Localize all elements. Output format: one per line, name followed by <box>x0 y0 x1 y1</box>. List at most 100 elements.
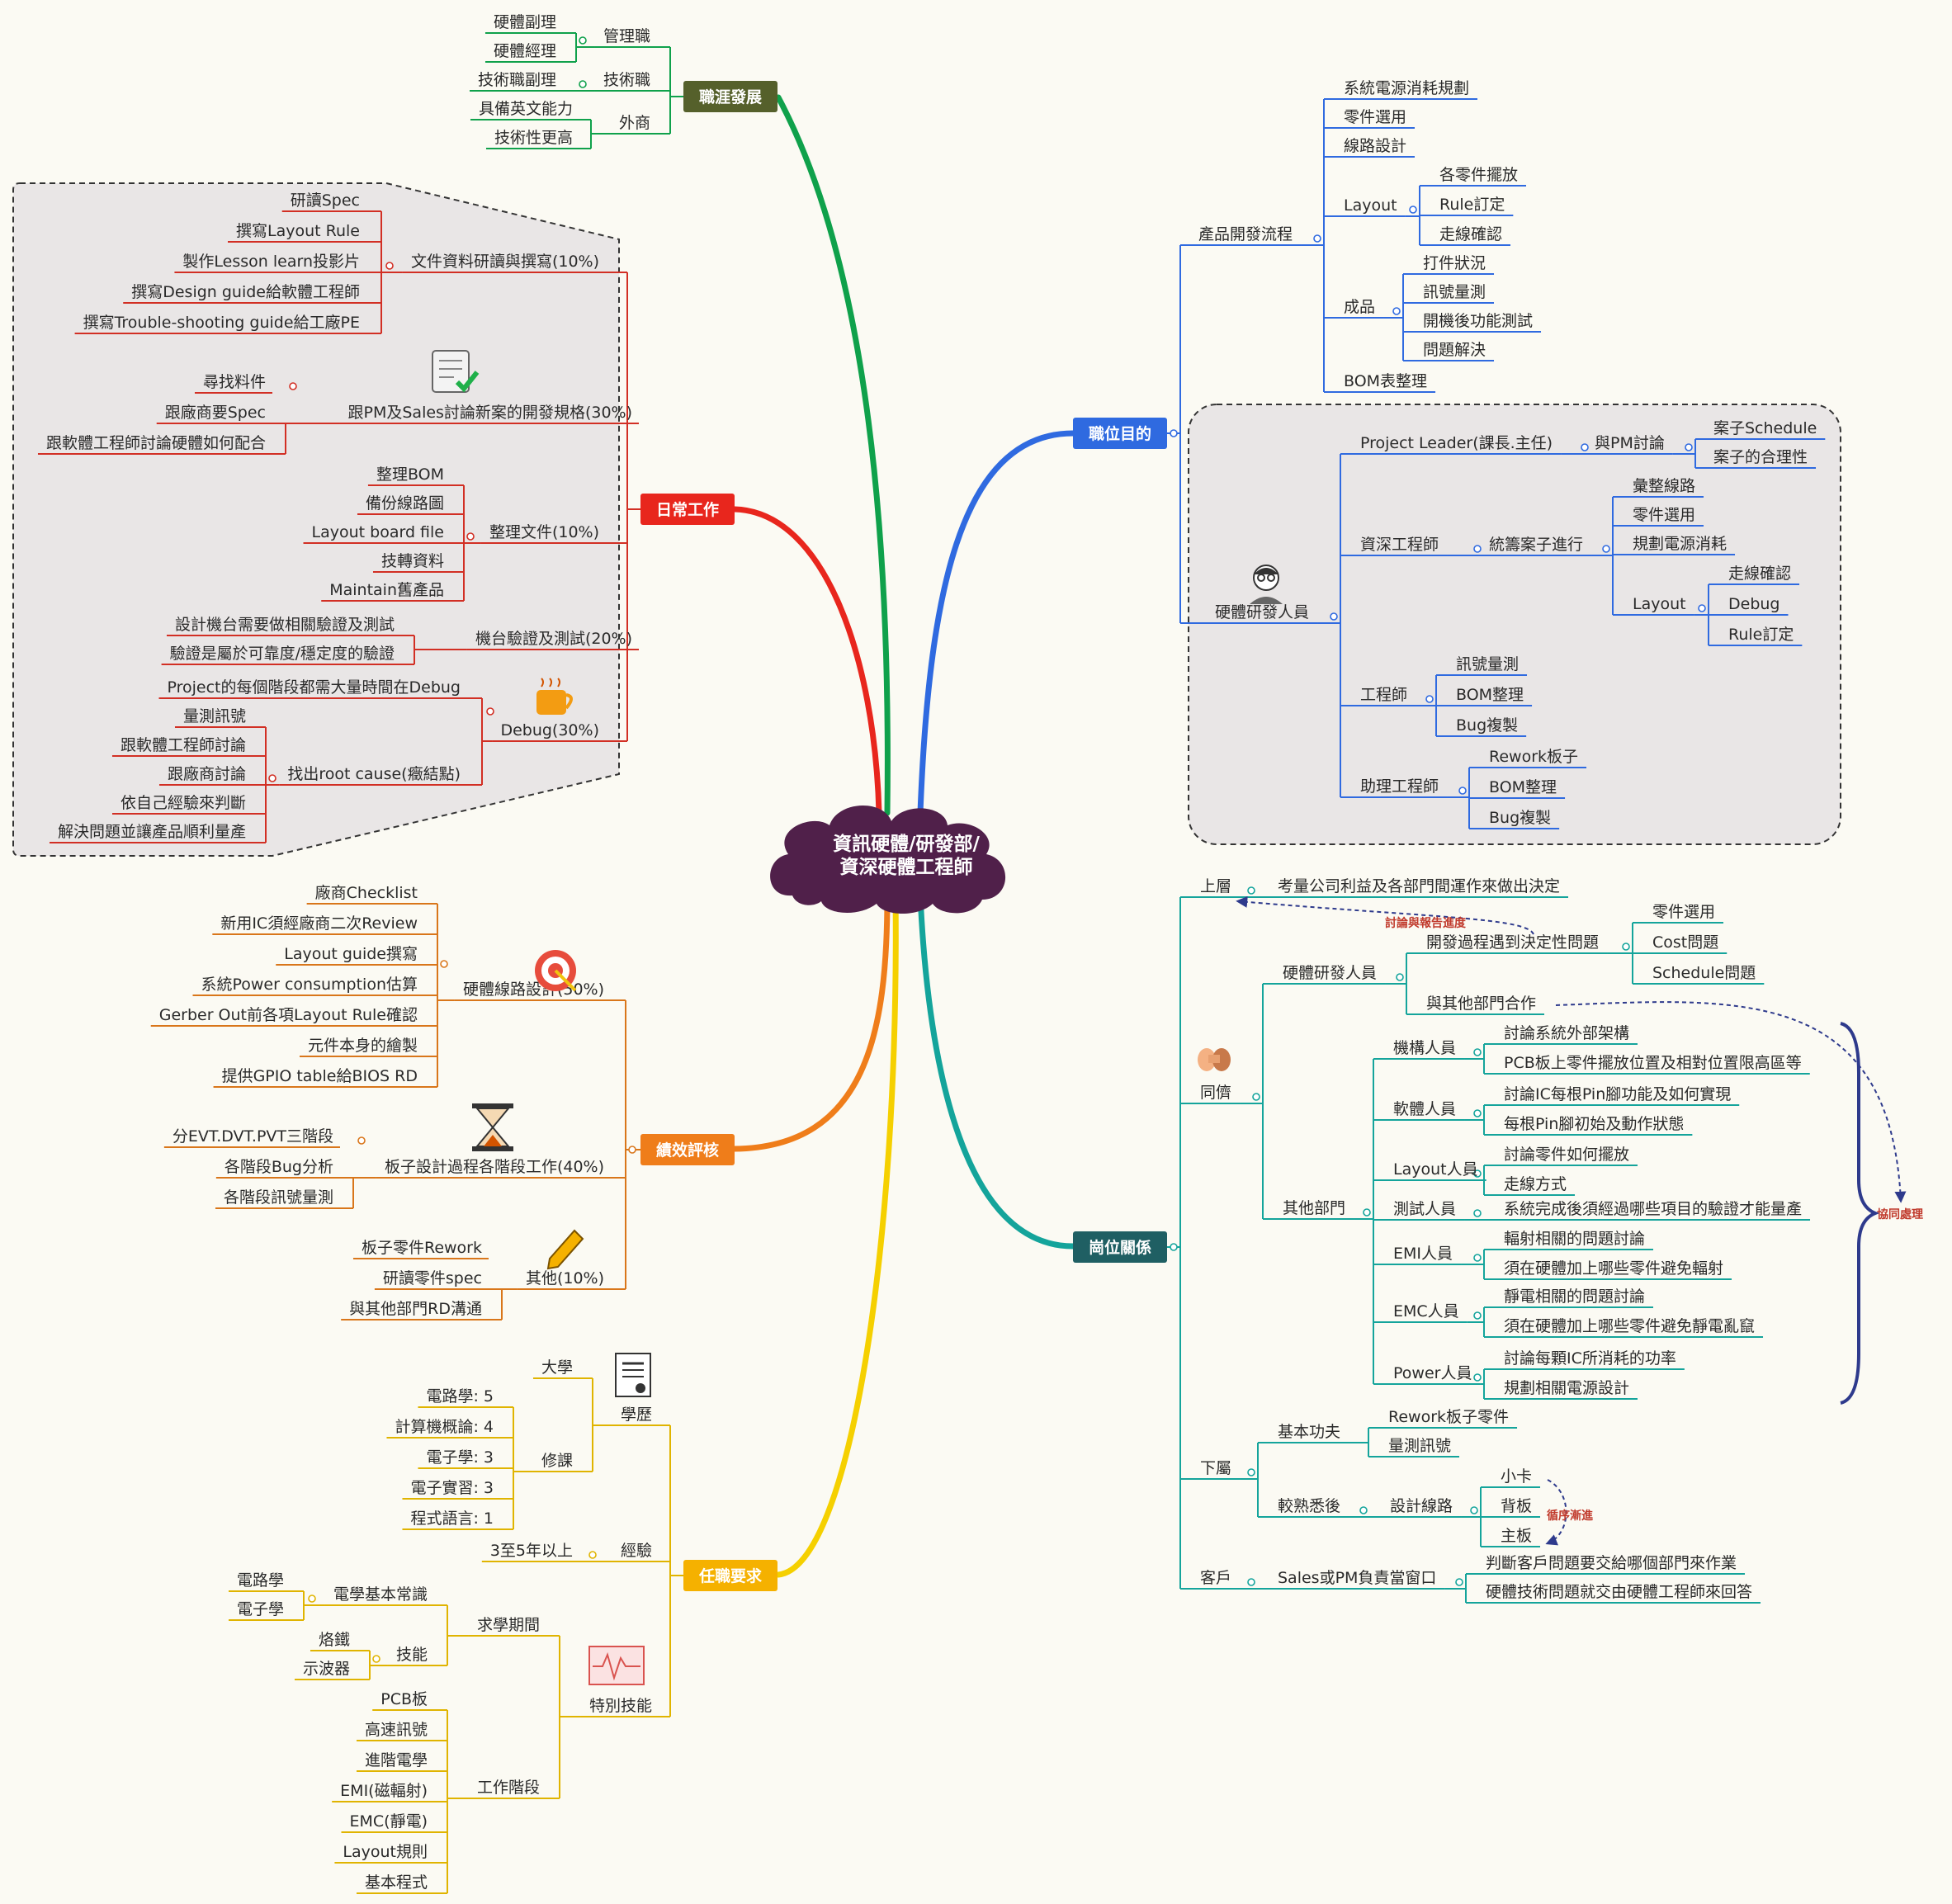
node-47[interactable]: 各階段訊號量測 <box>224 1188 333 1207</box>
node-94[interactable]: 工程師 <box>1360 686 1407 704</box>
node-127[interactable]: Layout人員 <box>1393 1160 1478 1179</box>
node-46[interactable]: 各階段Bug分析 <box>225 1158 333 1176</box>
node-36[interactable]: 板子設計過程各階段工作(40%) <box>385 1158 604 1176</box>
node-122[interactable]: 零件選用 <box>1652 903 1715 921</box>
node-77[interactable]: 產品開發流程 <box>1198 225 1293 243</box>
node-30[interactable]: 量測訊號 <box>183 707 246 725</box>
node-63[interactable]: 工作階段 <box>477 1779 540 1797</box>
node-109[interactable]: Bug複製 <box>1456 716 1518 735</box>
node-31[interactable]: 跟軟體工程師討論 <box>121 736 246 754</box>
node-5[interactable]: 技術職副理 <box>478 71 556 89</box>
node-48[interactable]: 板子零件Rework <box>362 1239 482 1257</box>
node-24[interactable]: 技轉資料 <box>381 552 444 570</box>
node-52[interactable]: 經驗 <box>621 1542 652 1560</box>
node-11[interactable]: 機台驗證及測試(20%) <box>475 630 632 648</box>
node-55[interactable]: 修課 <box>541 1452 573 1470</box>
node-18[interactable]: 尋找料件 <box>203 373 266 391</box>
node-110[interactable]: Rework板子 <box>1489 748 1578 766</box>
node-26[interactable]: 設計機台需要做相關驗證及測試 <box>175 616 395 634</box>
node-139[interactable]: 輻射相關的問題討論 <box>1504 1230 1645 1248</box>
node-25[interactable]: Maintain舊產品 <box>329 581 444 599</box>
node-134[interactable]: 討論IC每根Pin腳功能及如何實現 <box>1504 1085 1731 1103</box>
node-9[interactable]: 跟PM及Sales討論新案的開發規格(30%) <box>348 404 632 422</box>
node-22[interactable]: 備份線路圖 <box>366 494 444 513</box>
node-39[interactable]: 新用IC須經廠商二次Review <box>220 914 418 933</box>
node-60[interactable]: 程式語言: 1 <box>410 1509 494 1528</box>
node-58[interactable]: 電子學: 3 <box>426 1448 494 1467</box>
node-96[interactable]: 與PM討論 <box>1595 434 1665 452</box>
node-88[interactable]: 打件狀況 <box>1423 254 1486 272</box>
node-145[interactable]: 基本功夫 <box>1278 1423 1340 1441</box>
node-86[interactable]: Rule訂定 <box>1439 196 1505 214</box>
node-118[interactable]: 硬體研發人員 <box>1283 964 1377 982</box>
node-16[interactable]: 撰寫Design guide給軟體工程師 <box>131 283 360 301</box>
node-2[interactable]: 外商 <box>619 114 650 132</box>
node-150[interactable]: 小卡 <box>1501 1467 1532 1486</box>
node-61[interactable]: 3至5年以上 <box>490 1542 573 1560</box>
node-57[interactable]: 計算機概論: 4 <box>395 1418 494 1436</box>
node-119[interactable]: 其他部門 <box>1283 1199 1345 1217</box>
node-79[interactable]: 系統電源消耗規劃 <box>1344 79 1469 97</box>
node-138[interactable]: 系統完成後須經過哪些項目的驗證才能量產 <box>1504 1200 1802 1218</box>
node-155[interactable]: 硬體技術問題就交由硬體工程師來回答 <box>1486 1583 1752 1601</box>
node-142[interactable]: 須在硬體加上哪些零件避免靜電亂竄 <box>1504 1317 1755 1335</box>
node-66[interactable]: 電路學 <box>237 1571 284 1590</box>
node-41[interactable]: 系統Power consumption估算 <box>201 976 418 994</box>
node-101[interactable]: 零件選用 <box>1633 506 1695 524</box>
node-59[interactable]: 電子實習: 3 <box>410 1479 494 1497</box>
node-17[interactable]: 撰寫Trouble-shooting guide給工廠PE <box>83 313 360 332</box>
node-65[interactable]: 技能 <box>396 1646 428 1664</box>
node-102[interactable]: 規劃電源消耗 <box>1633 535 1727 553</box>
node-111[interactable]: BOM整理 <box>1489 778 1557 796</box>
node-105[interactable]: Debug <box>1728 595 1779 613</box>
branch-purpose[interactable]: 職位目的 <box>1073 418 1167 449</box>
node-135[interactable]: 每根Pin腳初始及動作狀態 <box>1504 1115 1684 1133</box>
node-13[interactable]: 研讀Spec <box>291 191 360 210</box>
node-33[interactable]: 依自己經驗來判斷 <box>121 794 246 812</box>
node-54[interactable]: 大學 <box>541 1358 573 1377</box>
node-147[interactable]: Rework板子零件 <box>1388 1408 1509 1426</box>
node-28[interactable]: Project的每個階段都需大量時間在Debug <box>168 678 461 697</box>
node-78[interactable]: 硬體研發人員 <box>1215 603 1309 621</box>
node-69[interactable]: 示波器 <box>303 1660 350 1678</box>
node-120[interactable]: 開發過程遇到決定性問題 <box>1426 933 1599 952</box>
node-45[interactable]: 分EVT.DVT.PVT三階段 <box>173 1127 333 1146</box>
node-12[interactable]: Debug(30%) <box>500 721 599 739</box>
node-74[interactable]: EMC(靜電) <box>350 1812 428 1831</box>
node-4[interactable]: 硬體經理 <box>494 42 556 60</box>
node-103[interactable]: Layout <box>1633 595 1686 613</box>
node-91[interactable]: 問題解決 <box>1423 341 1486 359</box>
node-14[interactable]: 撰寫Layout Rule <box>236 222 360 240</box>
node-146[interactable]: 較熟悉後 <box>1278 1497 1340 1515</box>
node-132[interactable]: 討論系統外部架構 <box>1504 1024 1629 1042</box>
node-81[interactable]: 線路設計 <box>1344 137 1406 155</box>
node-140[interactable]: 須在硬體加上哪些零件避免輻射 <box>1504 1259 1723 1278</box>
node-82[interactable]: Layout <box>1344 196 1397 215</box>
node-38[interactable]: 廠商Checklist <box>315 883 418 902</box>
node-8[interactable]: 文件資料研讀與撰寫(10%) <box>411 253 599 271</box>
node-70[interactable]: PCB板 <box>380 1690 428 1708</box>
node-141[interactable]: 靜電相關的問題討論 <box>1504 1287 1645 1306</box>
node-116[interactable]: 客戶 <box>1200 1569 1231 1587</box>
node-3[interactable]: 硬體副理 <box>494 13 556 31</box>
node-123[interactable]: Cost問題 <box>1652 933 1718 952</box>
node-64[interactable]: 電學基本常識 <box>333 1585 428 1604</box>
node-137[interactable]: 走線方式 <box>1504 1175 1567 1193</box>
branch-daily-work[interactable]: 日常工作 <box>640 494 735 525</box>
node-43[interactable]: 元件本身的繪製 <box>308 1037 418 1055</box>
node-7[interactable]: 技術性更高 <box>494 129 573 147</box>
branch-performance[interactable]: 績效評核 <box>640 1134 735 1165</box>
node-75[interactable]: Layout規則 <box>343 1843 428 1861</box>
node-29[interactable]: 找出root cause(癥結點) <box>287 765 461 783</box>
node-73[interactable]: EMI(磁輻射) <box>340 1782 428 1800</box>
node-106[interactable]: Rule訂定 <box>1728 626 1794 644</box>
branch-requirements[interactable]: 任職要求 <box>683 1560 777 1591</box>
node-71[interactable]: 高速訊號 <box>365 1721 428 1739</box>
node-1[interactable]: 技術職 <box>603 71 650 89</box>
node-121[interactable]: 與其他部門合作 <box>1426 995 1536 1013</box>
node-53[interactable]: 特別技能 <box>589 1697 652 1715</box>
node-100[interactable]: 彙整線路 <box>1633 477 1695 495</box>
node-129[interactable]: EMI人員 <box>1393 1245 1453 1263</box>
branch-career[interactable]: 職涯發展 <box>683 81 777 112</box>
node-136[interactable]: 討論零件如何擺放 <box>1504 1146 1629 1164</box>
